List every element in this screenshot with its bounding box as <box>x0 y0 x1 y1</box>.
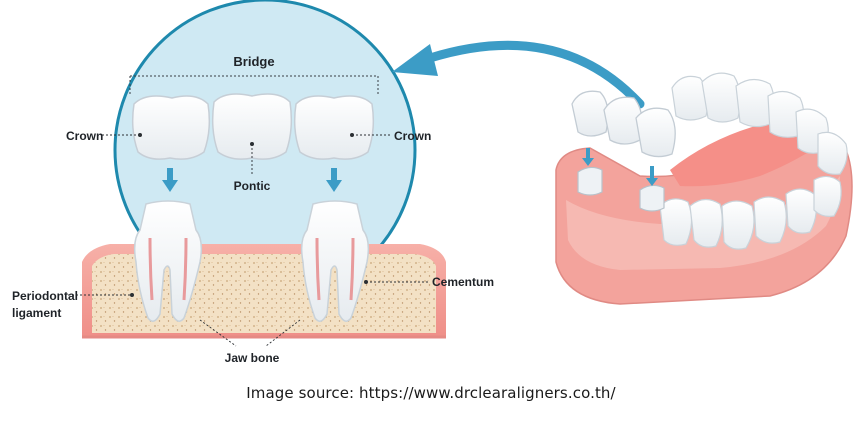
periodontal-label-line1: Periodontal <box>12 289 78 303</box>
denture-arrows-icon <box>582 148 658 186</box>
crown-left-label: Crown <box>66 129 103 143</box>
crown-right-shape <box>293 95 375 160</box>
bridge-bracket <box>129 75 379 96</box>
lower-denture-illustration <box>555 72 853 305</box>
arrow-down-right-icon <box>326 168 342 192</box>
placement-arrows <box>162 168 342 192</box>
pontic-shape <box>211 93 293 160</box>
leader-dots <box>130 133 368 297</box>
crown-right-label: Crown <box>394 129 431 143</box>
abutment-tooth-left <box>133 200 203 322</box>
jaw-bone-label: Jaw bone <box>225 351 280 365</box>
cementum-label: Cementum <box>432 275 494 289</box>
image-source-caption: Image source: https://www.drclearaligner… <box>246 384 616 402</box>
bridge-units <box>131 93 375 160</box>
pontic-label: Pontic <box>234 179 271 193</box>
bridge-label: Bridge <box>233 54 274 69</box>
leader-lines <box>68 134 430 347</box>
arrow-down-left-icon <box>162 168 178 192</box>
periodontal-label-line2: ligament <box>12 306 61 320</box>
curved-arrow-icon <box>392 40 645 109</box>
abutment-tooth-right <box>300 200 370 322</box>
crown-left-shape <box>131 95 211 160</box>
